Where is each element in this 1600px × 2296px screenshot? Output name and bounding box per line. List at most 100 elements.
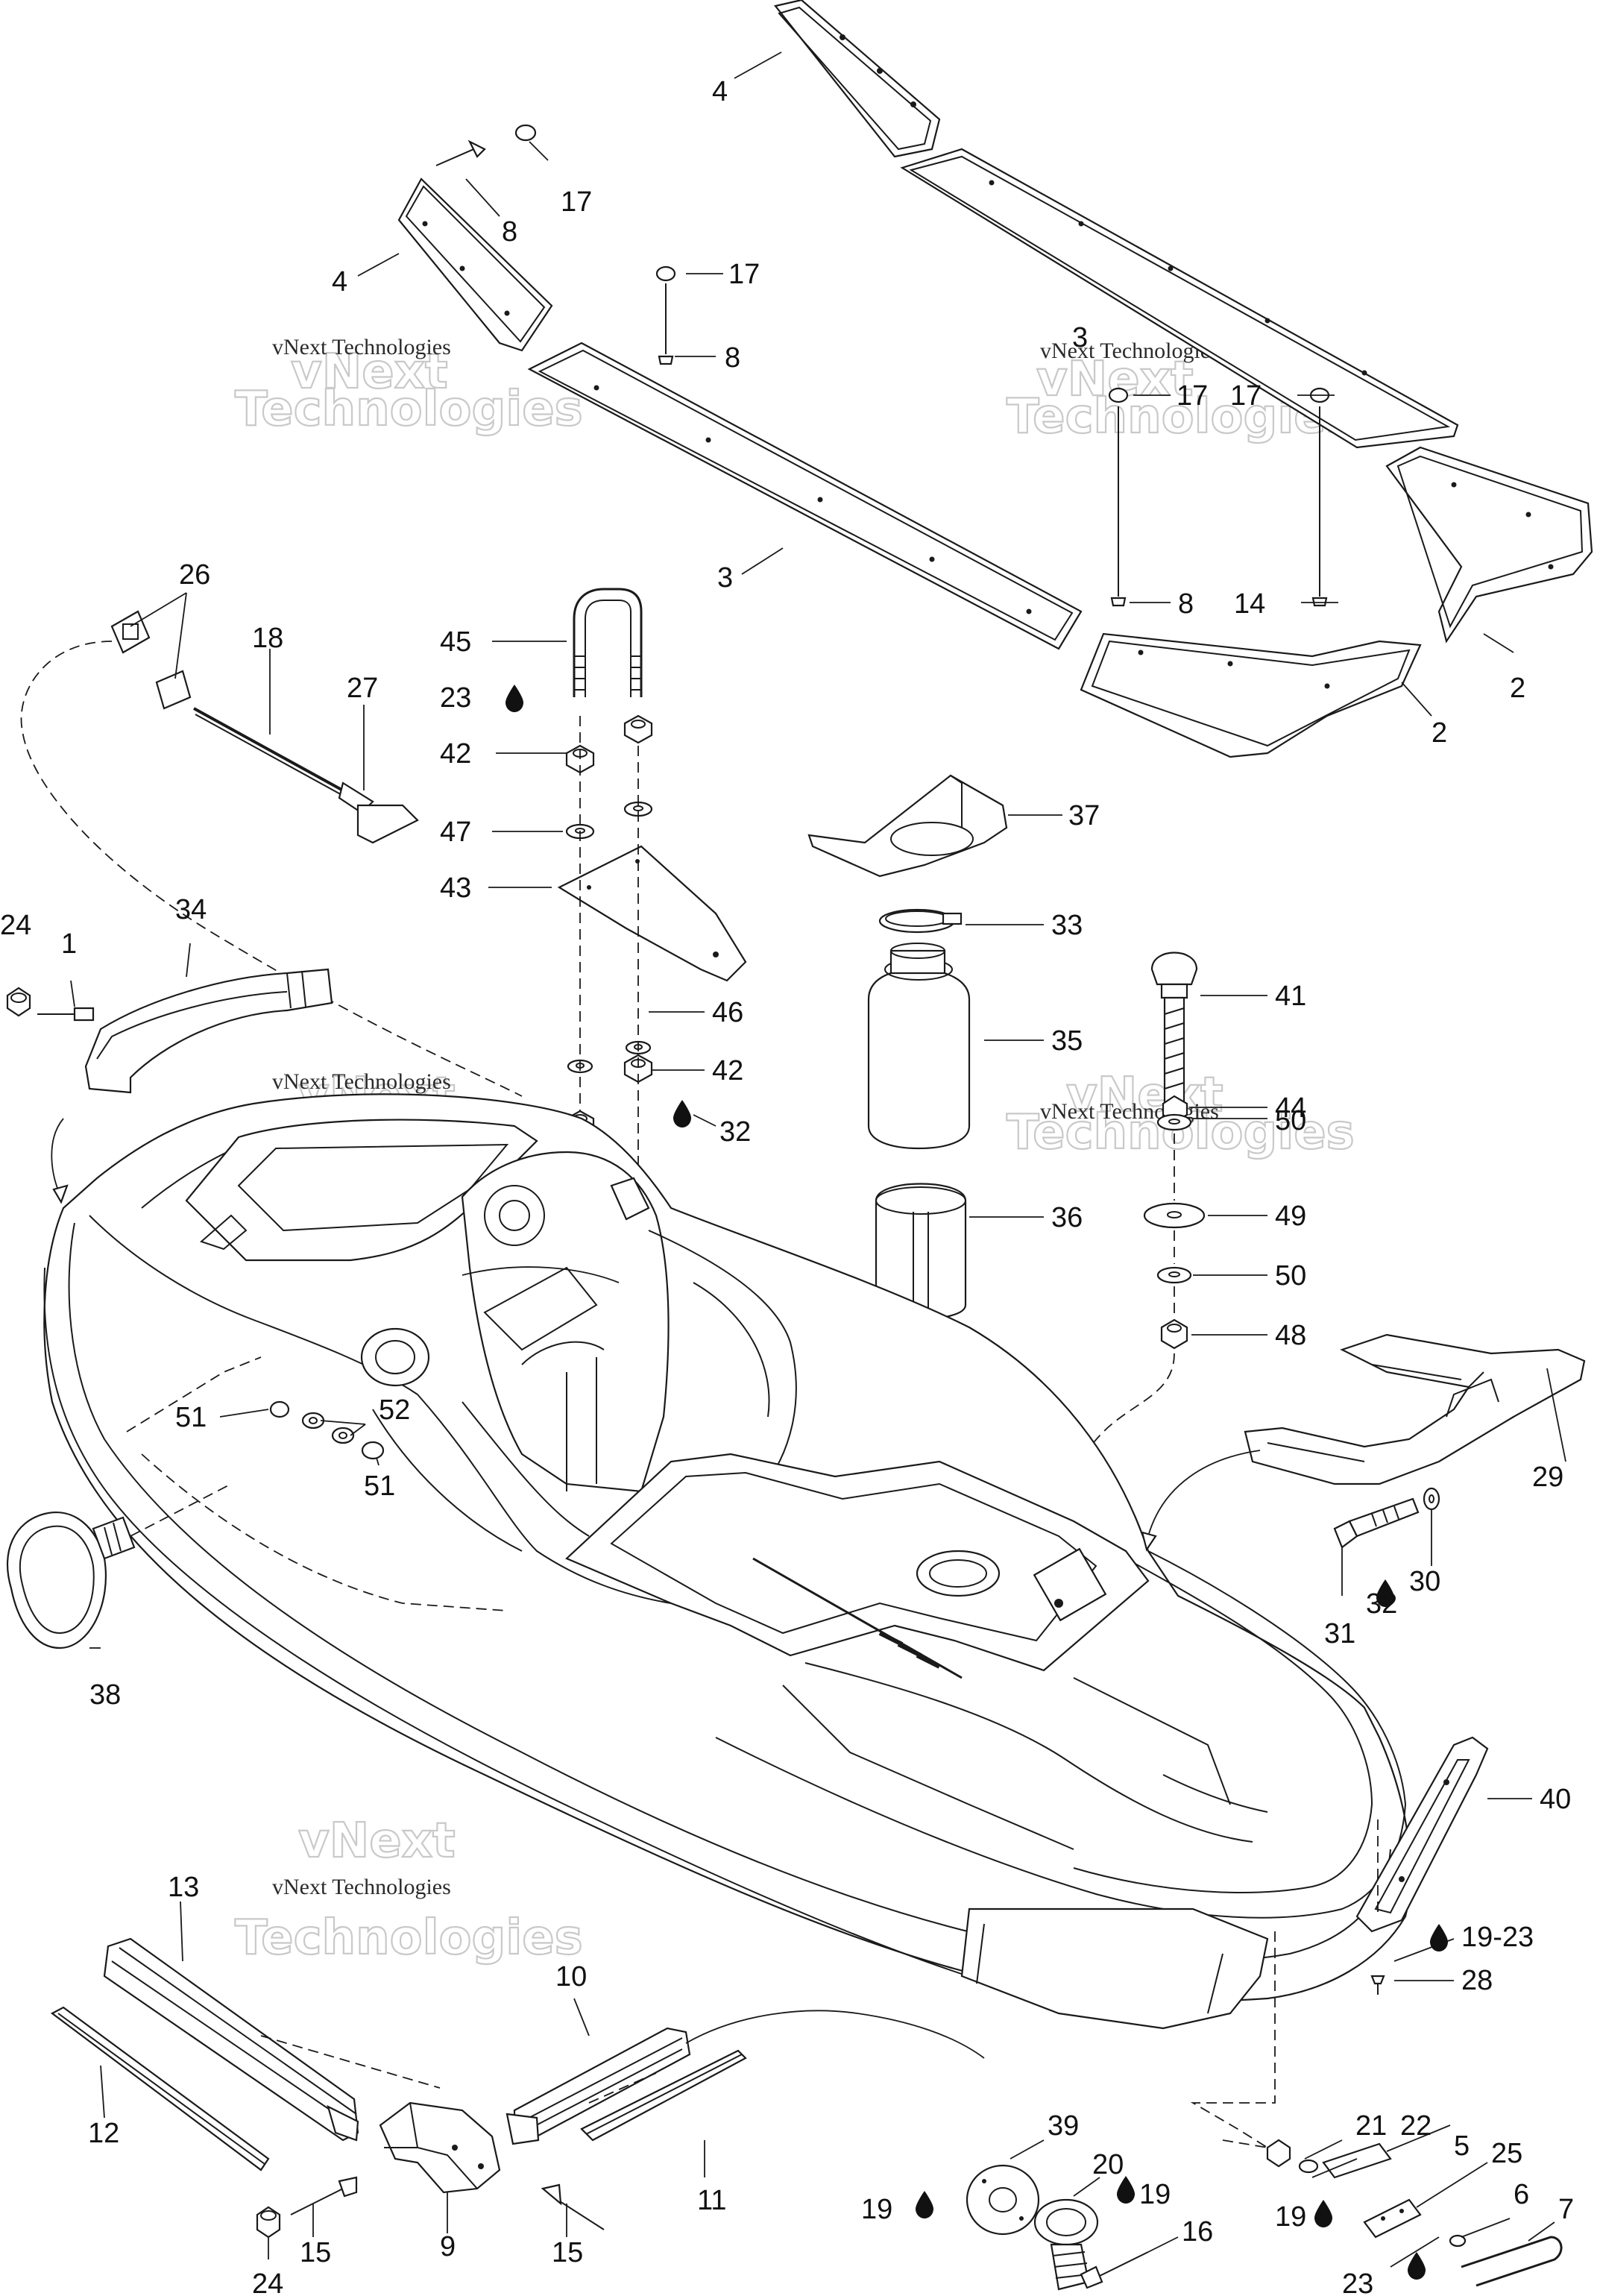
callout-51: 51 — [175, 1402, 207, 1433]
watermark-ghost: vNext — [298, 1814, 456, 1869]
rivet-8-top — [435, 139, 486, 166]
watermark-small: vNext Technologies — [272, 1069, 451, 1094]
plate-25 — [1363, 2198, 1422, 2239]
u-bolt-45 — [573, 588, 643, 697]
washer-51-b — [361, 1441, 385, 1460]
hardware-dash — [1190, 1931, 1276, 2148]
washer-49 — [1143, 1202, 1206, 1229]
sleeve-36 — [875, 1183, 967, 1320]
mirror-dash — [130, 1483, 232, 1537]
nut-48 — [1160, 1318, 1188, 1350]
trim-11 — [580, 2049, 747, 2142]
callout-17: 17 — [728, 259, 760, 290]
handle-34 — [84, 968, 333, 1094]
watermark-small: vNext Technologies — [272, 1875, 451, 1899]
plate-5 — [1322, 2142, 1392, 2179]
washer-50-top — [1156, 1113, 1192, 1131]
pad-3-lower — [527, 342, 1083, 650]
callout-2: 2 — [1432, 717, 1447, 749]
callout-48: 48 — [1275, 1320, 1306, 1351]
arrow-29 — [1147, 1450, 1261, 1537]
screw-1 — [37, 1007, 95, 1022]
drop-icons — [505, 685, 1448, 2280]
bumper-40 — [1355, 1736, 1489, 1933]
callout-32: 32 — [1366, 1588, 1397, 1620]
callout-7: 7 — [1558, 2194, 1574, 2225]
handle-27 — [338, 781, 419, 844]
callout-41: 41 — [1275, 981, 1306, 1012]
callout-50: 50 — [1275, 1105, 1306, 1136]
drop-icon — [505, 685, 523, 712]
watermark-large: Technologies — [235, 1910, 583, 1966]
cable-18 — [193, 707, 345, 797]
callout-15: 15 — [300, 2237, 331, 2268]
watermark-5: vNext Technologies vNext Technologies — [234, 1813, 584, 1966]
callout-25: 25 — [1491, 2138, 1522, 2169]
watermark-small: vNext Technologies — [272, 335, 451, 359]
callout-45: 45 — [440, 626, 471, 658]
callout-30: 30 — [1409, 1566, 1440, 1597]
trim-dashes — [260, 2035, 657, 2104]
pad-2-left — [1080, 632, 1422, 758]
callout-44: 44 — [1275, 1092, 1306, 1124]
rivet-8-center — [658, 283, 674, 365]
callout-10: 10 — [555, 1961, 587, 1993]
callout-46: 46 — [712, 997, 743, 1028]
callout-42: 42 — [440, 738, 471, 770]
hull-internal — [462, 1266, 620, 1283]
grommet-26 — [110, 610, 192, 710]
trim-13 — [103, 1937, 359, 2142]
right-stack-axis — [1051, 1133, 1175, 1529]
cap-24-top — [6, 987, 31, 1017]
callout-17: 17 — [1230, 380, 1262, 412]
plate-39 — [966, 2164, 1040, 2236]
callout-43: 43 — [440, 872, 471, 904]
callout-37: 37 — [1068, 800, 1100, 831]
callout-6: 6 — [1514, 2179, 1529, 2210]
callout-24: 24 — [0, 910, 31, 941]
washer-30 — [1423, 1487, 1440, 1511]
callout-4: 4 — [332, 266, 347, 298]
arrow-29-head — [1141, 1531, 1157, 1552]
watermark-ghost: vNext — [291, 345, 448, 400]
pad-4-right — [774, 0, 941, 158]
callout-38: 38 — [89, 1679, 121, 1711]
screw-28 — [1370, 1975, 1385, 1995]
callout-5: 5 — [1454, 2130, 1470, 2162]
drop-icon — [1376, 1579, 1394, 1607]
cap-17-top — [514, 124, 537, 142]
callout-19: 19 — [861, 2194, 892, 2225]
drop-icon — [673, 1100, 691, 1127]
callout-24: 24 — [252, 2268, 283, 2296]
callout-21: 21 — [1355, 2110, 1387, 2142]
callout-23: 23 — [440, 682, 471, 714]
pad-2-right — [1385, 446, 1593, 644]
cable-18-dashed — [20, 641, 523, 1097]
washer-22 — [1298, 2159, 1319, 2174]
callout-2: 2 — [1510, 673, 1525, 704]
callout-8: 8 — [502, 216, 517, 248]
callout-8: 8 — [1178, 588, 1194, 620]
callout-12: 12 — [88, 2118, 119, 2149]
callout-4: 4 — [712, 76, 728, 107]
callout-23: 23 — [1342, 2268, 1373, 2296]
callout-3: 3 — [717, 562, 733, 594]
callout-18: 18 — [252, 623, 283, 654]
watermark-large: Technologies — [235, 382, 583, 437]
callout-17: 17 — [561, 186, 592, 218]
pad-3-upper — [900, 148, 1459, 449]
leaders — [70, 51, 1566, 2268]
callout-3: 3 — [1072, 322, 1088, 353]
plate-43 — [557, 845, 747, 982]
callout-9: 9 — [440, 2231, 456, 2262]
callout-19: 19 — [1139, 2179, 1171, 2210]
washer-50-bottom — [1156, 1266, 1192, 1284]
bolt-31 — [1333, 1497, 1420, 1549]
cap-17-right-a — [1108, 387, 1129, 403]
trim-arrow — [685, 2010, 985, 2059]
washer-51-a — [269, 1400, 290, 1418]
watermark-small: vNext Technologies — [1040, 1099, 1219, 1124]
callout-28: 28 — [1461, 1965, 1493, 1996]
callout-20: 20 — [1092, 2149, 1124, 2180]
callout-27: 27 — [347, 673, 378, 704]
